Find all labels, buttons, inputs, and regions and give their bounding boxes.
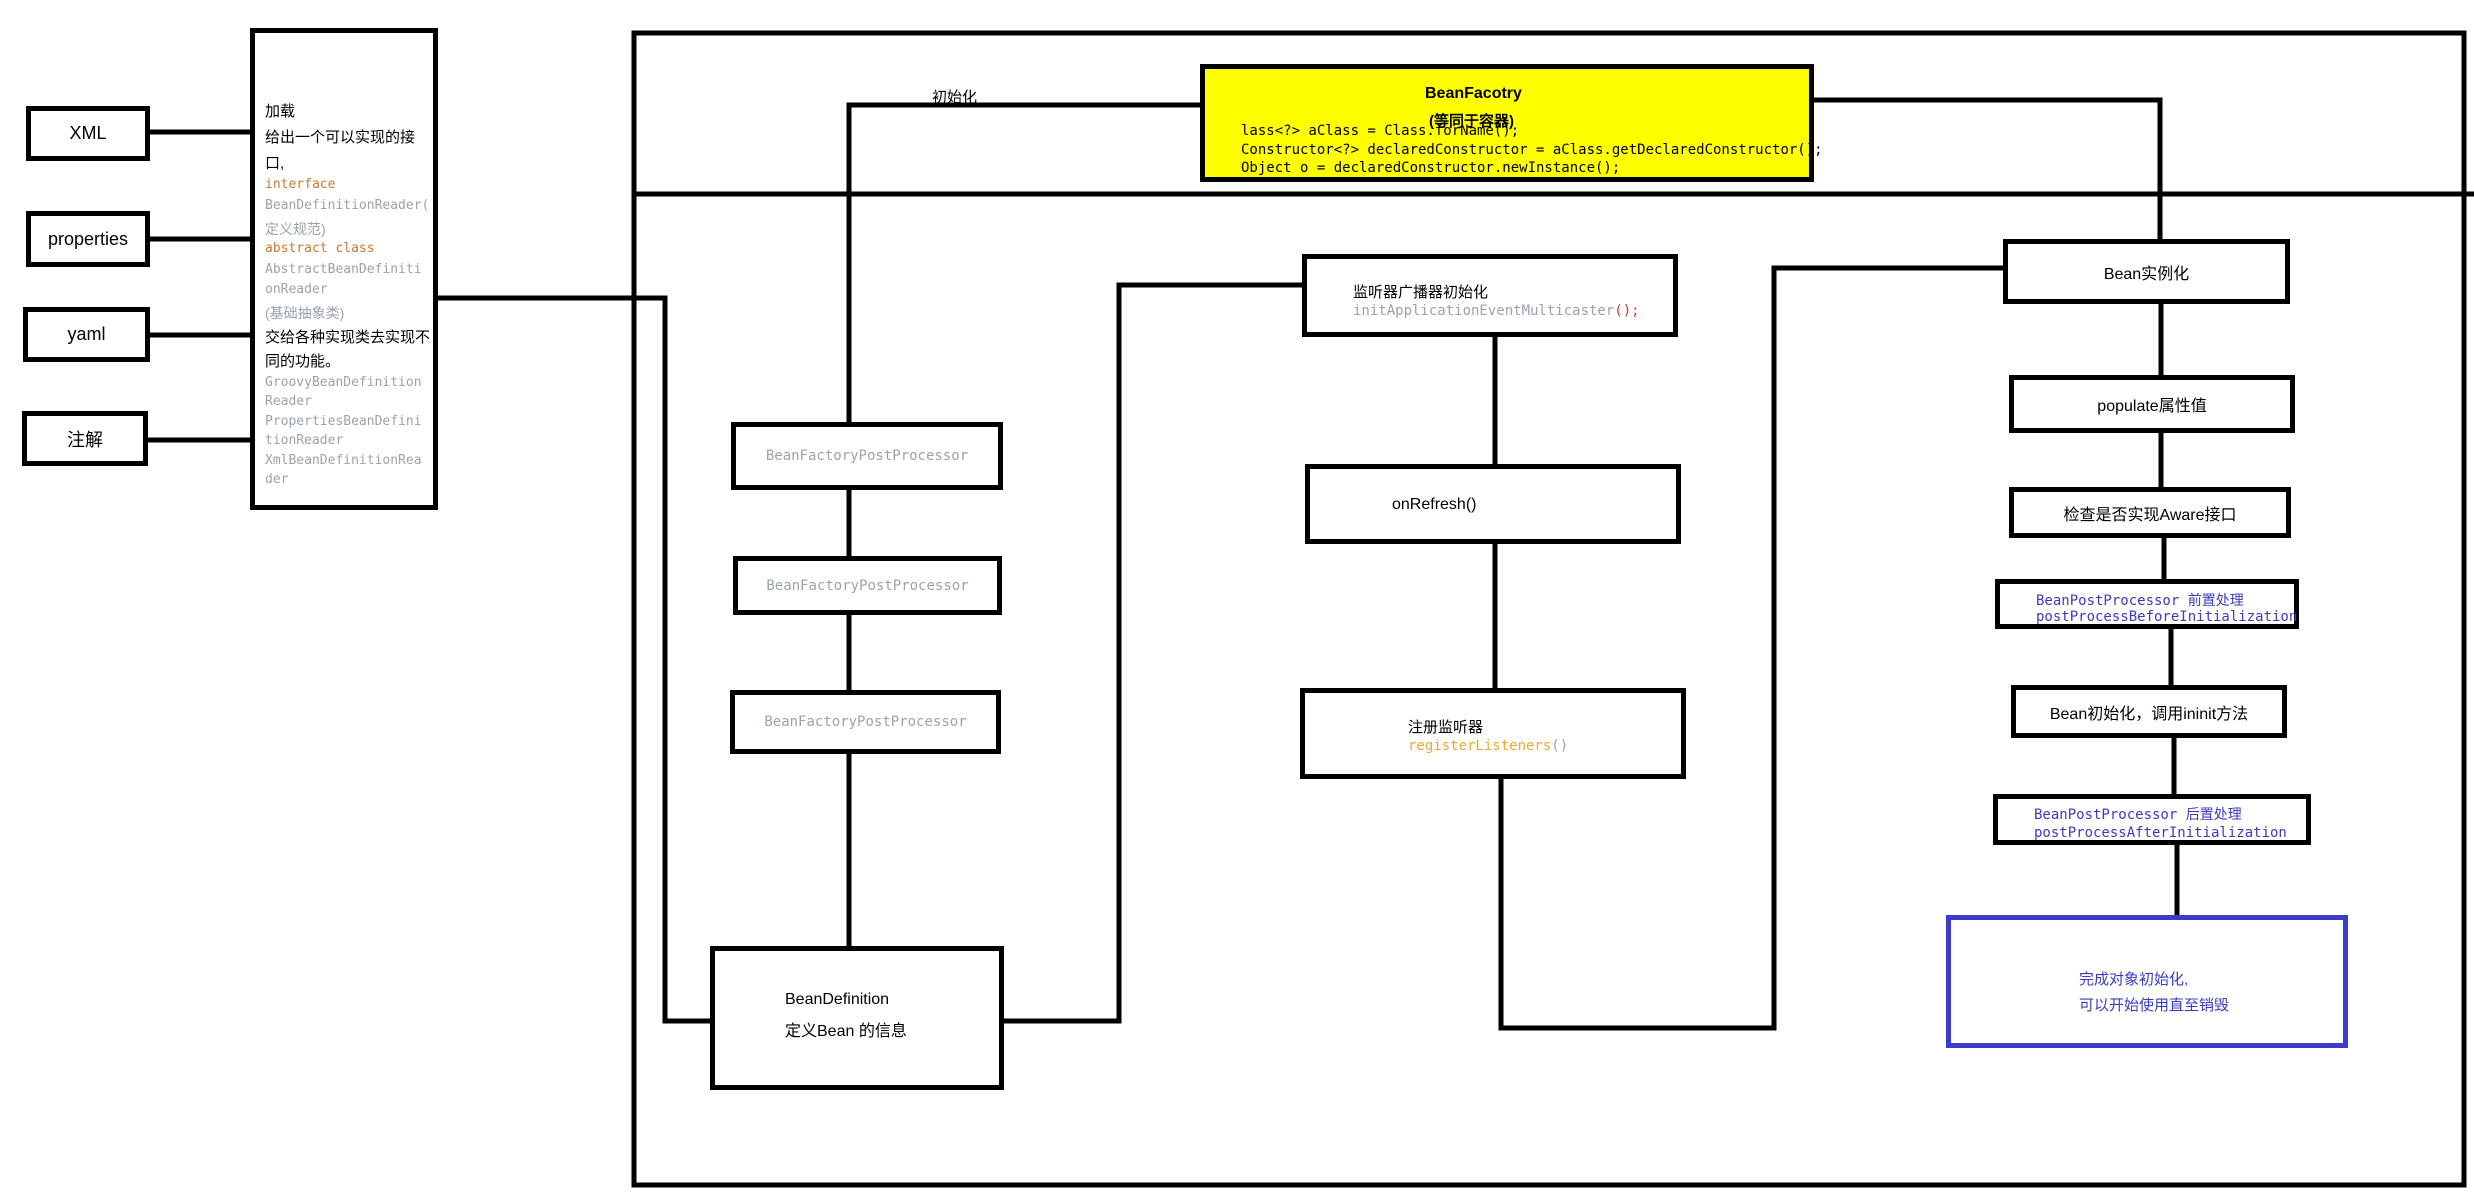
- yaml-source-label: yaml: [67, 324, 106, 344]
- processor-3-label: BeanFactoryPostProcessor: [764, 714, 967, 730]
- loader-interface-keyword: interface: [265, 177, 336, 192]
- loader-desc2: 同的功能。: [265, 353, 341, 370]
- on-refresh-label: onRefresh(): [1392, 496, 1477, 513]
- properties-source-label: properties: [47, 228, 129, 249]
- after-processor-name: BeanPostProcessor: [2034, 807, 2186, 823]
- loader-interface-name: BeanDefinitionReader(: [265, 198, 430, 213]
- loader-impl2b: tionReader: [265, 433, 344, 448]
- loader-desc1: 交给各种实现类去实现不: [265, 329, 431, 346]
- bean-factory-code2: Constructor<?> declaredConstructor = aCl…: [1241, 142, 1823, 158]
- loader-line3: 口,: [265, 155, 285, 172]
- bean-definition-reader-box: 加载 给出一个可以实现的接 口, interface BeanDefinitio…: [250, 28, 438, 510]
- annotation-source-label: 注解: [67, 429, 103, 450]
- loader-abstract-name2: onReader: [265, 282, 328, 297]
- loader-abstract-keyword: abstract class: [265, 241, 375, 256]
- bean-factory-code3: Object o = declaredConstructor.newInstan…: [1241, 160, 1621, 176]
- loader-impl3b: der: [265, 472, 289, 487]
- properties-source-box: properties: [26, 211, 150, 267]
- object-ready-box: 完成对象初始化, 可以开始使用直至销毁: [1946, 915, 2348, 1048]
- bean-init-box: Bean初始化，调用ininit方法: [2011, 685, 2287, 738]
- loader-interface-note: 定义规范): [265, 221, 326, 237]
- loader-line2: 给出一个可以实现的接: [265, 129, 416, 146]
- aware-check-label: 检查是否实现Aware接口: [2063, 506, 2237, 524]
- post-processor-before-box: BeanPostProcessor 前置处理 postProcessBefore…: [1995, 579, 2299, 629]
- bean-instantiation-box: Bean实例化: [2003, 239, 2290, 304]
- bean-factory-post-processor-1: BeanFactoryPostProcessor: [731, 422, 1003, 490]
- loader-impl1a: GroovyBeanDefinition: [265, 375, 422, 390]
- processor-2-label: BeanFactoryPostProcessor: [766, 577, 969, 594]
- before-processor-label: 前置处理: [2187, 592, 2244, 608]
- bean-definition-box: BeanDefinition 定义Bean 的信息: [710, 946, 1004, 1090]
- yaml-source-box: yaml: [23, 307, 150, 362]
- bean-factory-box: BeanFacotry (等同于容器) lass<?> aClass = Cla…: [1200, 64, 1823, 182]
- after-processor-label: 后置处理: [2185, 806, 2242, 822]
- object-ready-line1: 完成对象初始化,: [2079, 971, 2189, 988]
- bean-factory-post-processor-2: BeanFactoryPostProcessor: [733, 556, 1002, 615]
- xml-source-box: XML: [26, 106, 150, 161]
- bean-factory-subtitle: (等同于容器): [1429, 113, 1514, 130]
- xml-source-label: XML: [69, 123, 107, 143]
- loader-line1: 加载: [265, 103, 296, 120]
- register-listeners-code: registerListeners: [1408, 738, 1552, 754]
- populate-properties-box: populate属性值: [2009, 375, 2295, 433]
- populate-properties-label: populate属性值: [2097, 398, 2207, 415]
- on-refresh-box: onRefresh(): [1305, 464, 1681, 544]
- annotation-source-box: 注解: [22, 411, 148, 466]
- bean-init-label: Bean初始化，调用ininit方法: [2049, 705, 2249, 723]
- bean-definition-line1: BeanDefinition: [785, 991, 890, 1008]
- loader-impl2a: PropertiesBeanDefini: [265, 414, 422, 429]
- bean-definition-line2: 定义Bean 的信息: [785, 1023, 907, 1040]
- register-listeners-box: 注册监听器 registerListeners(): [1300, 688, 1686, 779]
- loader-abstract-note: (基础抽象类): [265, 305, 345, 321]
- loader-abstract-name1: AbstractBeanDefiniti: [265, 262, 422, 277]
- multicaster-init-box: 监听器广播器初始化 initApplicationEventMulticaste…: [1302, 254, 1678, 337]
- processor-1-label: BeanFactoryPostProcessor: [765, 448, 969, 464]
- post-processor-after-box: BeanPostProcessor 后置处理 postProcessAfterI…: [1993, 794, 2311, 845]
- init-label: 初始化: [932, 89, 978, 106]
- after-processor-method: postProcessAfterInitialization: [2034, 825, 2287, 841]
- bean-instantiation-label: Bean实例化: [2103, 265, 2190, 283]
- register-listeners-title: 注册监听器: [1408, 719, 1484, 736]
- register-listeners-suffix: (): [1551, 738, 1569, 754]
- bean-factory-title: BeanFacotry: [1425, 85, 1522, 102]
- before-processor-method: postProcessBeforeInitialization: [2036, 609, 2298, 625]
- object-ready-line2: 可以开始使用直至销毁: [2079, 997, 2230, 1014]
- bean-factory-post-processor-3: BeanFactoryPostProcessor: [730, 690, 1001, 754]
- loader-impl1b: Reader: [265, 394, 312, 409]
- bean-factory-code1: lass<?> aClass = Class.forName();: [1241, 123, 1520, 139]
- loader-impl3a: XmlBeanDefinitionRea: [265, 453, 422, 468]
- before-processor-name: BeanPostProcessor: [2036, 593, 2188, 609]
- multicaster-code-suffix: ();: [1614, 303, 1640, 319]
- multicaster-title: 监听器广播器初始化: [1353, 284, 1489, 301]
- aware-check-box: 检查是否实现Aware接口: [2009, 487, 2291, 538]
- multicaster-code: initApplicationEventMulticaster: [1353, 303, 1615, 319]
